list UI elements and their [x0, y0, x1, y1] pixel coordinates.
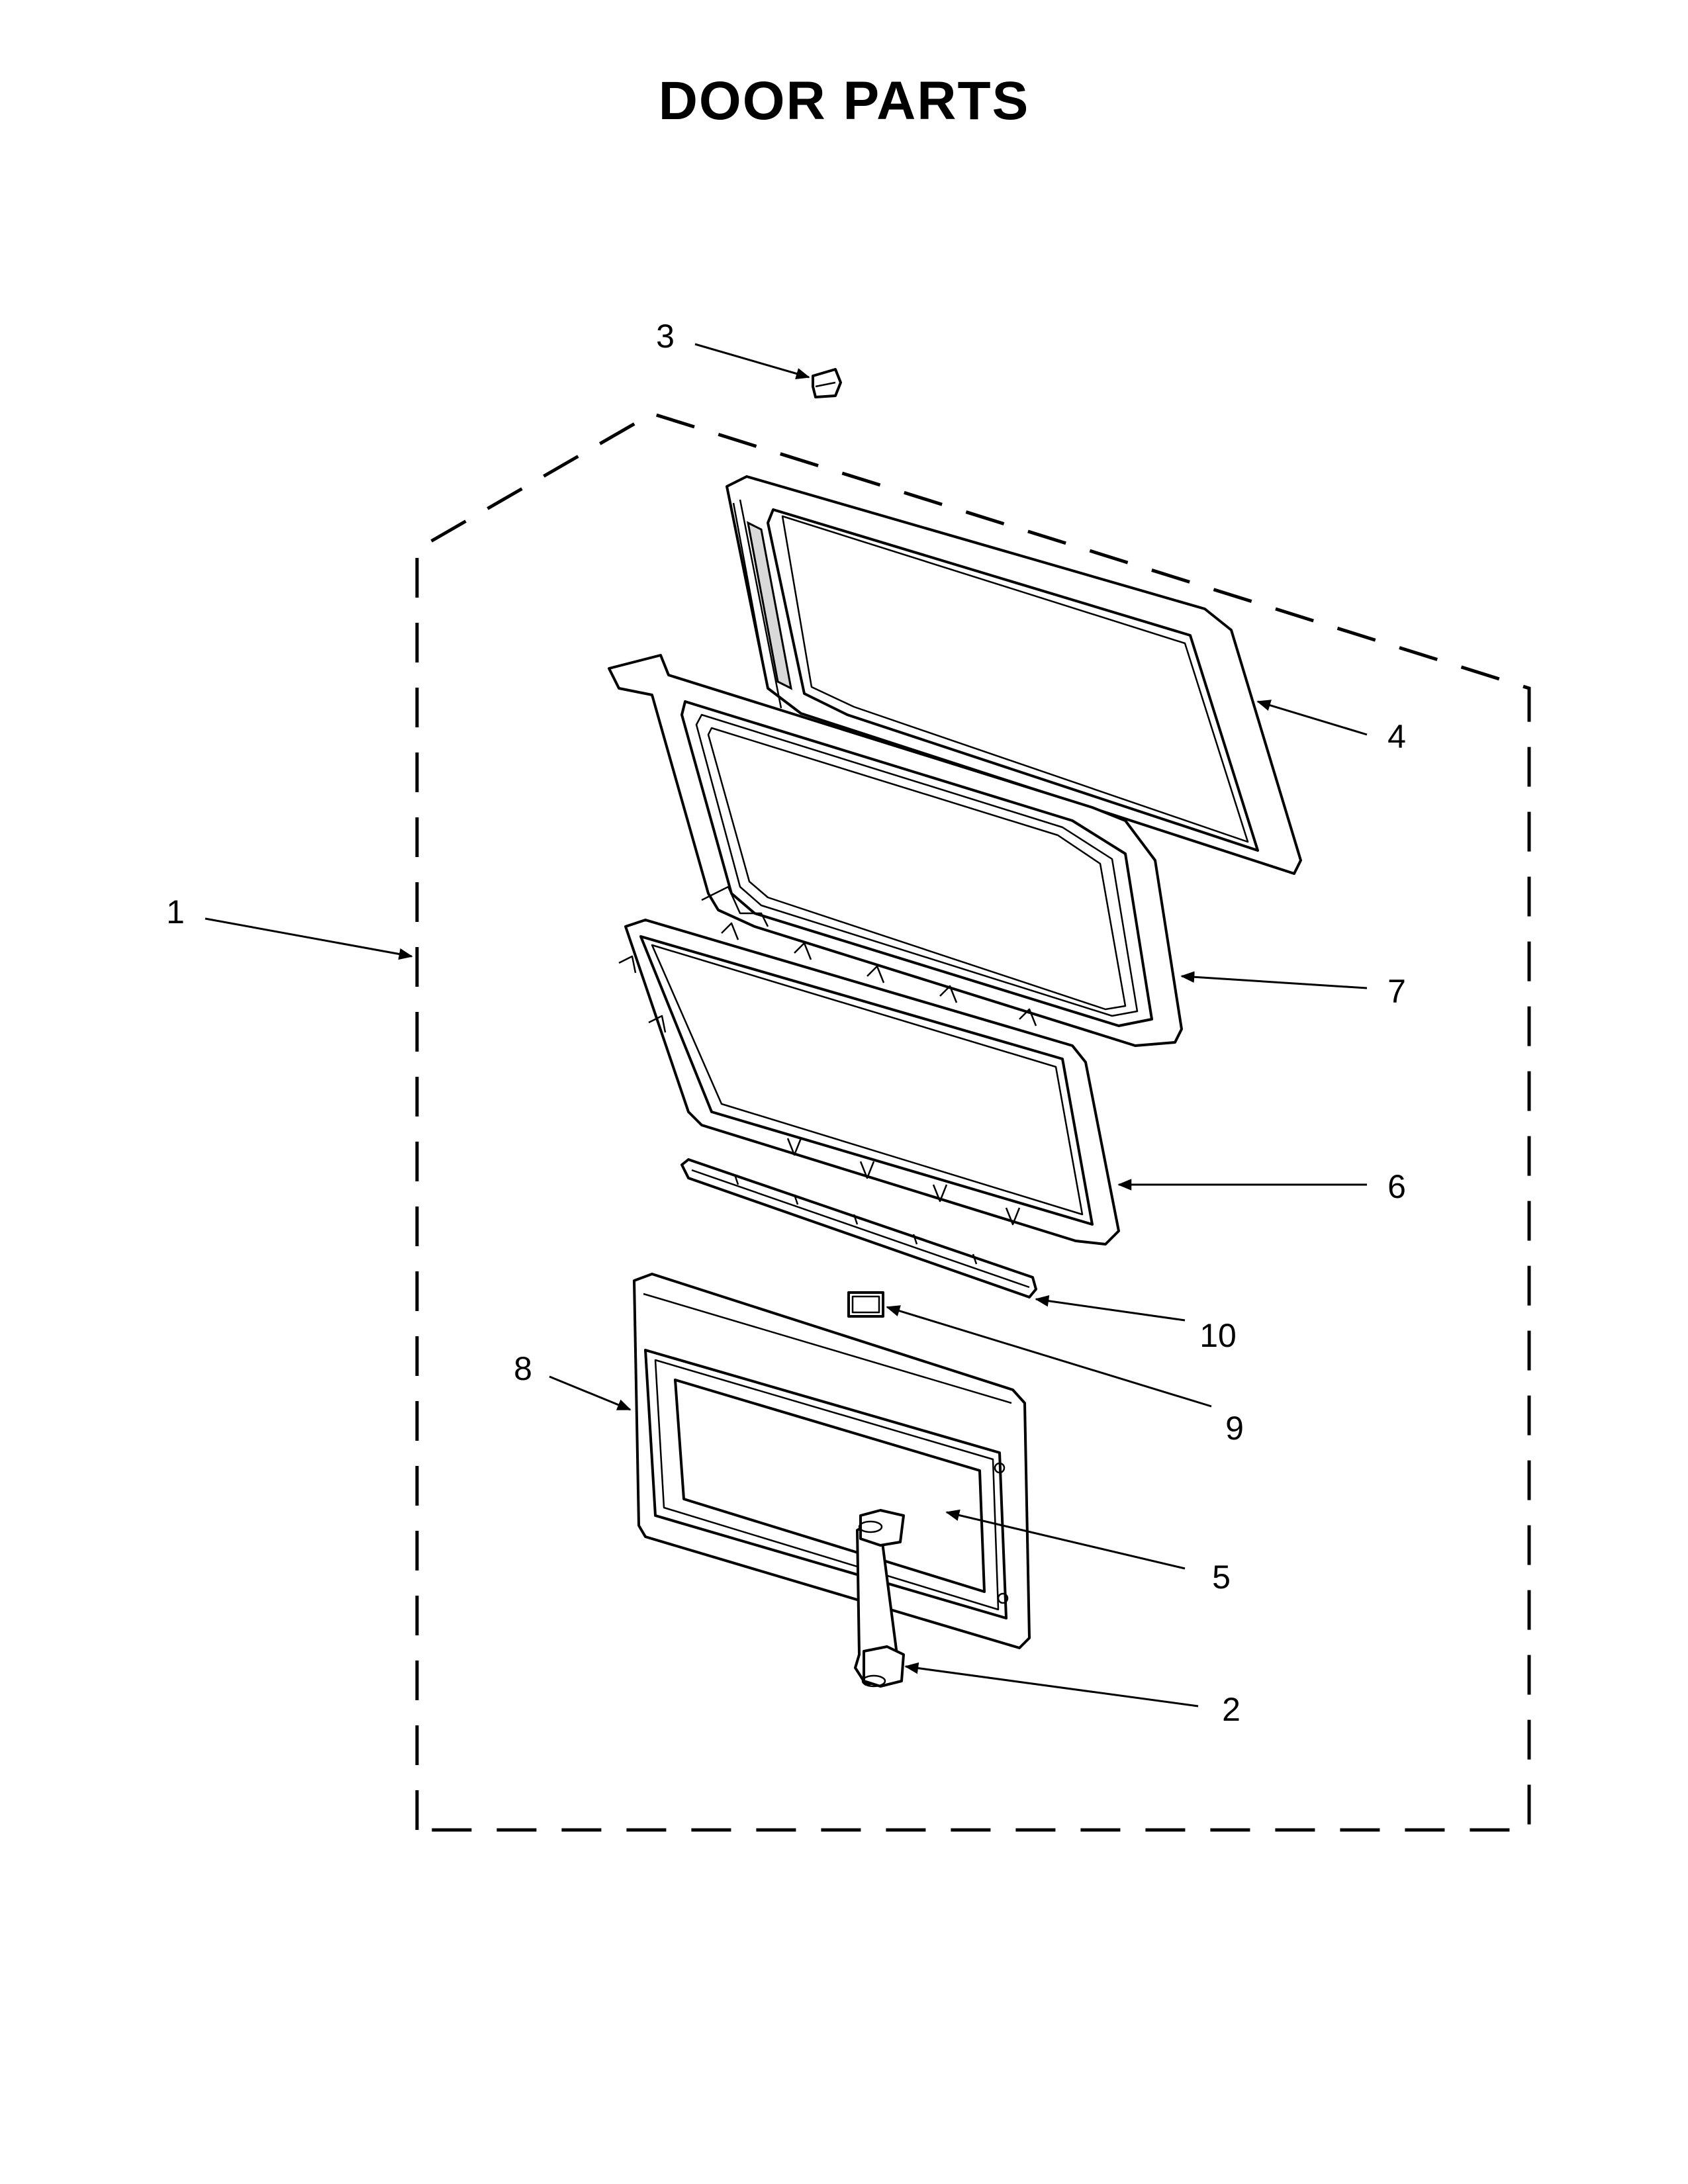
callout-1: 1	[166, 893, 185, 931]
page-title: DOOR PARTS	[659, 71, 1030, 131]
leader-5	[945, 1509, 1186, 1570]
callout-3: 3	[656, 318, 675, 355]
callout-4: 4	[1387, 718, 1406, 755]
part-6-glass-panel	[618, 919, 1120, 1246]
leader-7	[1180, 971, 1368, 989]
part-3-clip	[812, 368, 842, 398]
part-7-door-frame	[608, 654, 1183, 1047]
callout-8: 8	[514, 1350, 532, 1387]
leader-3	[694, 343, 810, 380]
callout-5: 5	[1212, 1559, 1231, 1596]
leader-2	[904, 1662, 1199, 1707]
part-9-label	[847, 1291, 884, 1318]
part-5-window	[674, 1379, 986, 1593]
leader-9	[886, 1305, 1212, 1408]
door-assembly-boundary	[415, 412, 1531, 1832]
callout-2: 2	[1222, 1691, 1241, 1728]
leader-8	[549, 1375, 632, 1411]
callout-6: 6	[1387, 1168, 1406, 1205]
part-4-inner-frame	[726, 475, 1302, 875]
part-8-door-panel	[633, 1273, 1031, 1649]
part-10-trim-strip	[680, 1158, 1037, 1298]
leader-1	[205, 917, 413, 960]
leader-10	[1035, 1295, 1186, 1322]
callout-7: 7	[1387, 973, 1406, 1010]
part-2-handle	[854, 1509, 905, 1688]
callout-9: 9	[1225, 1410, 1244, 1447]
callout-10: 10	[1199, 1317, 1237, 1354]
leader-lines	[205, 343, 1368, 1707]
leader-4	[1256, 700, 1368, 736]
